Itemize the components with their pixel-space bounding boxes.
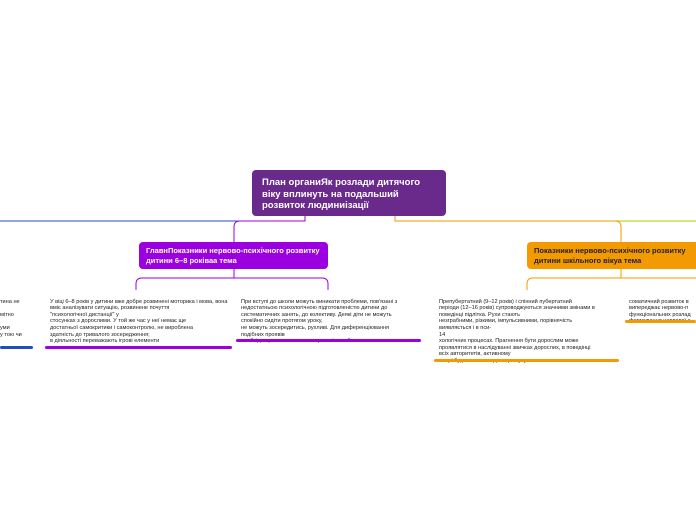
- leaf-text: У віці 6–8 років у дитини вже добре розв…: [50, 298, 228, 345]
- leaf-node-6-8-motor-skills[interactable]: У віці 6–8 років у дитини вже добре розв…: [50, 292, 232, 345]
- topic-node-6-8-years[interactable]: ГлавнПоказники нервово-психічного розвит…: [139, 242, 328, 269]
- leaf-node-far-left[interactable]: тина не мітно уми у тою чи: [0, 292, 30, 338]
- leaf-node-school-entry-problems[interactable]: При вступі до школи можуть виникати проб…: [241, 292, 421, 345]
- connector-topic-2-leaf-1: [526, 269, 622, 290]
- leaf-underline-orange-1: [434, 359, 619, 362]
- connector-root-to-topic-2: [394, 216, 622, 242]
- leaf-text: тина не мітно уми у тою чи: [0, 298, 22, 338]
- leaf-underline-purple-1: [45, 346, 232, 349]
- leaf-underline-blue: [0, 346, 33, 349]
- leaf-underline-purple-2: [236, 339, 421, 342]
- leaf-underline-orange-2: [625, 320, 696, 323]
- connector-topic-1-leaf-2: [234, 277, 329, 290]
- connector-root-to-topic-1: [233, 216, 306, 242]
- root-node-label: План органиЯк розлади дитячого віку впли…: [262, 177, 421, 211]
- topic-node-label: Показники нервово-психічного розвитку ди…: [534, 246, 686, 265]
- leaf-node-puberty-periods[interactable]: Препубертатний (9–12 років) і спінний пу…: [439, 292, 619, 365]
- connector-topic-1-leaf-1: [135, 269, 235, 290]
- root-node[interactable]: План органиЯк розлади дитячого віку впли…: [252, 170, 446, 216]
- leaf-text: Препубертатний (9–12 років) і спінний пу…: [439, 298, 595, 364]
- topic-node-school-age[interactable]: Показники нервово-психічного розвитку ди…: [527, 242, 696, 269]
- leaf-text: При вступі до школи можуть виникати проб…: [241, 298, 398, 345]
- topic-node-label: ГлавнПоказники нервово-психічного розвит…: [146, 246, 320, 265]
